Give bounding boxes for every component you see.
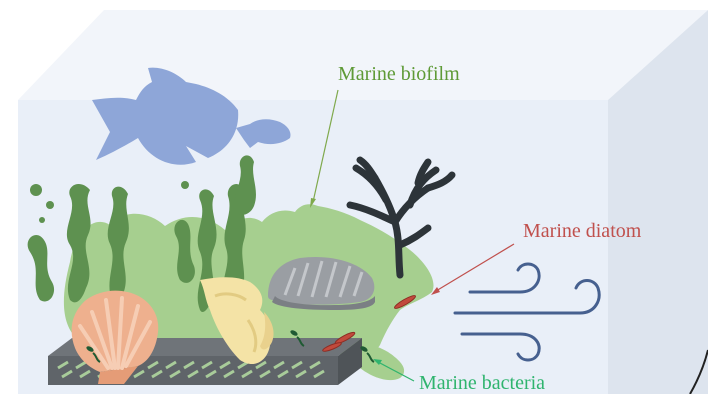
biofilm-label: Marine biofilm: [338, 63, 460, 85]
diatom-label: Marine diatom: [523, 220, 642, 242]
tank-top-face: [18, 10, 708, 100]
bacteria-label: Marine bacteria: [419, 372, 545, 394]
